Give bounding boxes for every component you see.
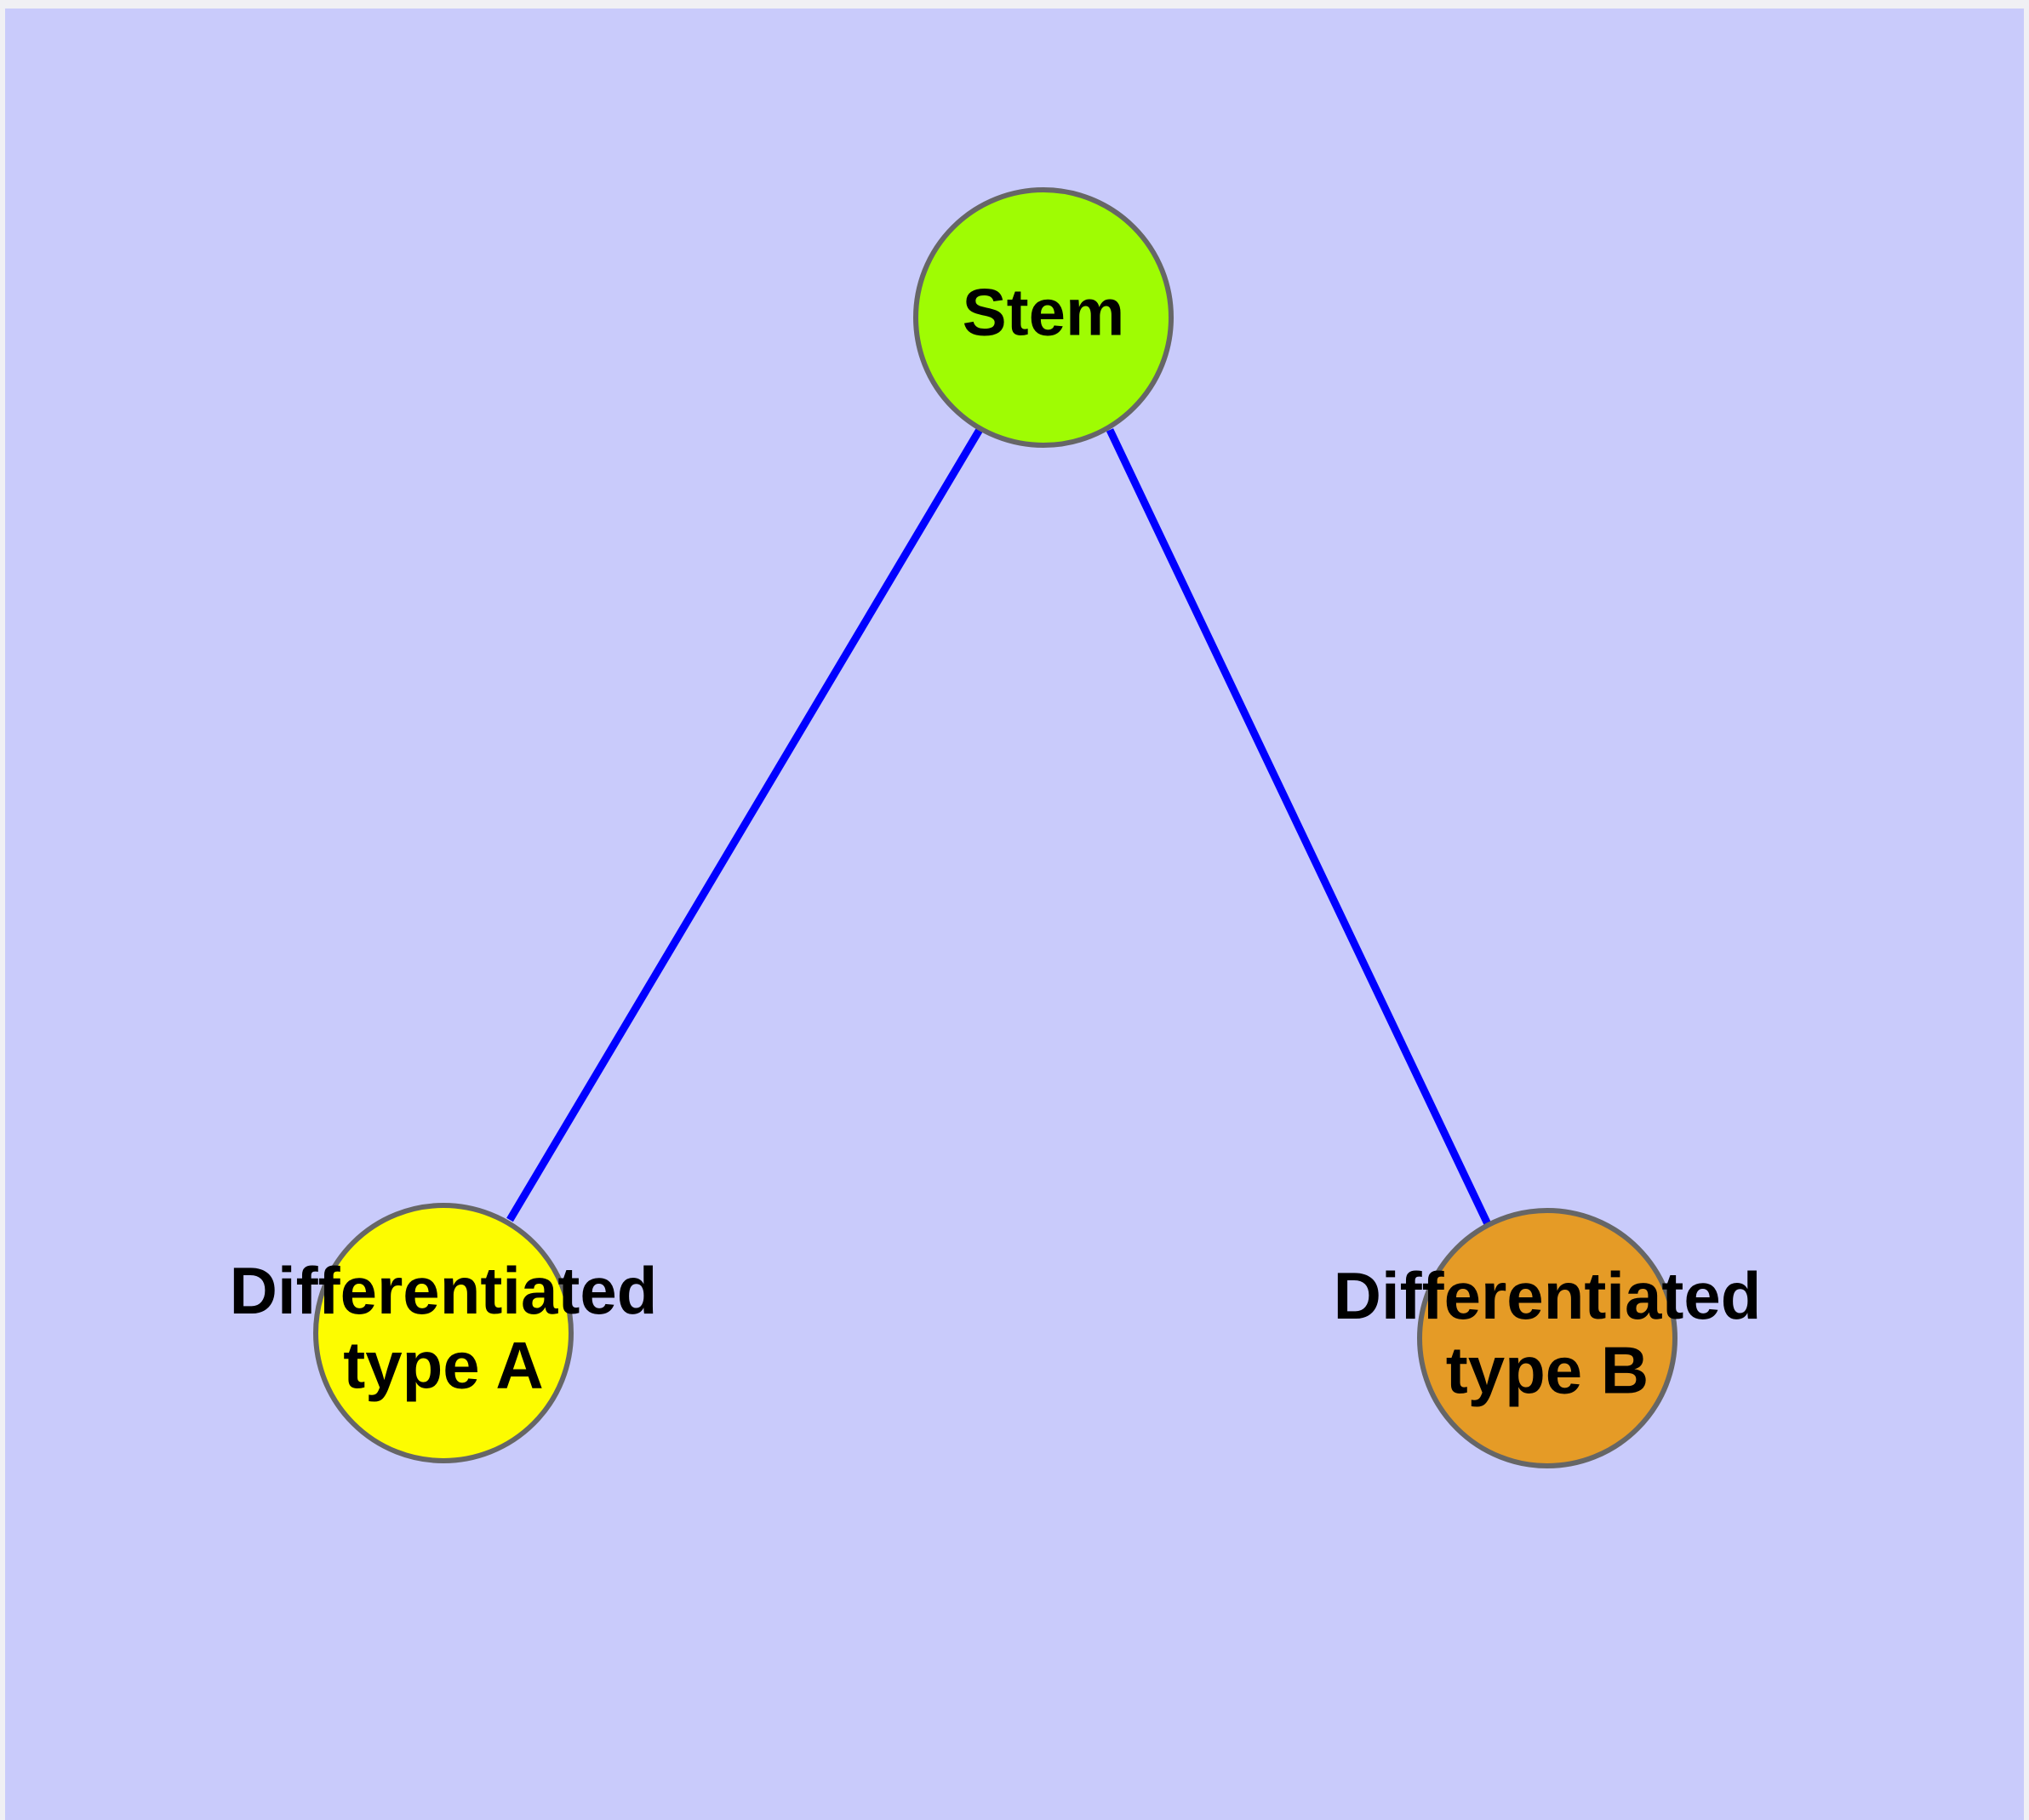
node-stem-label-line-1: Stem [963, 275, 1125, 350]
node-layer [313, 187, 1677, 1468]
node-differentiated-type-a-label-line-1: Differentiated [230, 1253, 658, 1328]
node-differentiated-type-a-label-line-2: type A [343, 1327, 544, 1402]
node-differentiated-type-b[interactable] [1417, 1208, 1677, 1468]
node-differentiated-type-b-label: Differentiated type B [1334, 1258, 1762, 1407]
label-layer: Stem Differentiated type A Differentiate… [230, 275, 1762, 1408]
node-differentiated-type-b-label-line-1: Differentiated [1334, 1258, 1762, 1333]
node-differentiated-type-a[interactable] [313, 1203, 574, 1463]
node-differentiated-type-b-circle[interactable] [1417, 1208, 1677, 1468]
node-differentiated-type-a-label: Differentiated type A [230, 1253, 658, 1402]
node-differentiated-type-b-label-line-2: type B [1446, 1332, 1649, 1407]
edge-stem-to-diff-a[interactable] [506, 426, 984, 1222]
node-differentiated-type-a-circle[interactable] [313, 1203, 574, 1463]
node-stem-circle[interactable] [913, 187, 1174, 448]
edge-layer [506, 426, 1492, 1226]
edge-stem-to-diff-b[interactable] [1106, 428, 1492, 1226]
node-stem[interactable] [913, 187, 1174, 448]
node-stem-label: Stem [963, 275, 1125, 350]
